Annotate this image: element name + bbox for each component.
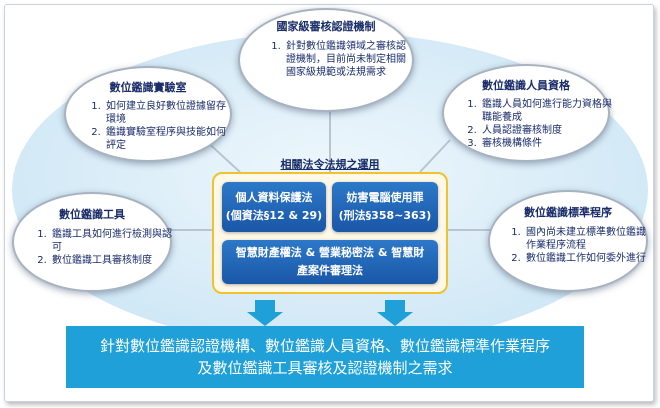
law-computer-misuse: 妨害電腦使用罪 (刑法§358~363) bbox=[332, 182, 438, 232]
law-citation: (刑法§358~363) bbox=[338, 209, 432, 222]
list-item: 鑑識工具如何進行檢測與認可 bbox=[50, 228, 172, 254]
node-title: 數位鑑識標準程序 bbox=[524, 206, 612, 219]
list-item: 人員認證審核制度 bbox=[480, 124, 612, 137]
banner-line: 針對數位鑑識認證機構、數位鑑識人員資格、數位鑑識標準作業程序 bbox=[99, 337, 550, 355]
laws-panel: 個人資料保護法 (個資法§12 & 29) 妨害電腦使用罪 (刑法§358~36… bbox=[212, 172, 448, 294]
list-item: 國內尚未建立標準數位鑑識作業程序流程 bbox=[524, 226, 648, 252]
node-standard-procedure: 數位鑑識標準程序 國內尚未建立標準數位鑑識作業程序流程 數位鑑識工作如何委外進行 bbox=[488, 190, 648, 292]
node-title: 國家級審核認證機制 bbox=[276, 20, 376, 33]
connector-lines bbox=[165, 100, 495, 231]
requirements-banner: 針對數位鑑識認證機構、數位鑑識人員資格、數位鑑識標準作業程序 及數位鑑識工具審核… bbox=[66, 326, 584, 388]
node-personnel-qualification: 數位鑑識人員資格 鑑識人員如何進行能力資格與職能養成 人員認證審核制度 審核機構… bbox=[442, 64, 612, 162]
list-item: 鑑識人員如何進行能力資格與職能養成 bbox=[480, 98, 612, 124]
node-item-list: 鑑識工具如何進行檢測與認可 數位鑑識工具審核制度 bbox=[34, 228, 172, 267]
law-name: 妨害電腦使用罪 bbox=[346, 191, 424, 204]
banner-line: 及數位鑑識工具審核及認證機制之需求 bbox=[197, 359, 453, 377]
arrows-down bbox=[247, 300, 413, 326]
node-forensics-lab: 數位鑑識實驗室 如何建立良好數位證據留存環境 鑑識實驗室程序與技能如何評定 bbox=[64, 66, 232, 162]
law-personal-data-protection: 個人資料保護法 (個資法§12 & 29) bbox=[222, 182, 326, 232]
list-item: 數位鑑識工具審核制度 bbox=[50, 254, 172, 267]
node-title: 數位鑑識工具 bbox=[59, 208, 125, 221]
list-item: 數位鑑識工作如何委外進行 bbox=[524, 252, 648, 265]
node-item-list: 鑑識人員如何進行能力資格與職能養成 人員認證審核制度 審核機構條件 bbox=[464, 98, 612, 150]
law-intellectual-property: 智慧財產權法 & 營業秘密法 & 智慧財 產案件審理法 bbox=[222, 240, 438, 284]
law-name: 智慧財產權法 & 營業秘密法 & 智慧財 bbox=[235, 246, 425, 259]
node-title: 數位鑑識實驗室 bbox=[109, 81, 187, 94]
list-item: 如何建立良好數位證據留存環境 bbox=[104, 100, 232, 126]
node-item-list: 針對數位鑑識領域之審核認證機制，目前尚未制定相關國家級規範或法規需求 bbox=[268, 40, 410, 79]
law-name: 個人資料保護法 bbox=[235, 191, 313, 204]
node-forensic-tools: 數位鑑識工具 鑑識工具如何進行檢測與認可 數位鑑識工具審核制度 bbox=[12, 192, 172, 292]
node-item-list: 國內尚未建立標準數位鑑識作業程序流程 數位鑑識工作如何委外進行 bbox=[508, 226, 648, 265]
list-item: 鑑識實驗室程序與技能如何評定 bbox=[104, 126, 232, 152]
law-citation: (個資法§12 & 29) bbox=[225, 209, 323, 222]
center-title: 相關法令法規之運用 bbox=[280, 158, 380, 171]
law-name-continued: 產案件審理法 bbox=[297, 264, 363, 277]
node-national-certification: 國家級審核認證機制 針對數位鑑識領域之審核認證機制，目前尚未制定相關國家級規範或… bbox=[238, 8, 414, 112]
node-item-list: 如何建立良好數位證據留存環境 鑑識實驗室程序與技能如何評定 bbox=[88, 100, 232, 152]
node-title: 數位鑑識人員資格 bbox=[482, 79, 570, 92]
list-item: 針對數位鑑識領域之審核認證機制，目前尚未制定相關國家級規範或法規需求 bbox=[284, 40, 410, 79]
list-item: 審核機構條件 bbox=[480, 137, 612, 150]
